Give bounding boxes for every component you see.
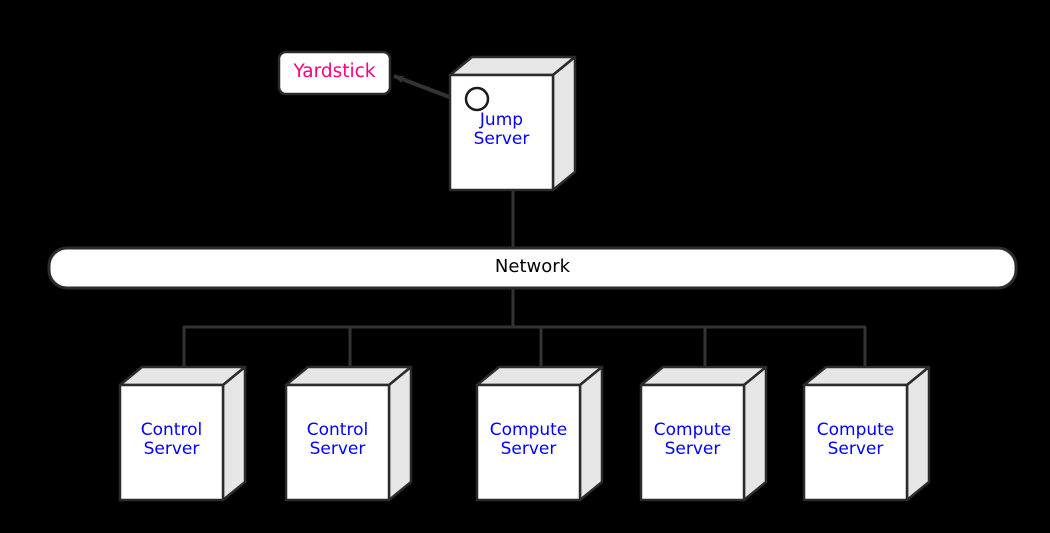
node-yardstick[interactable] (277, 50, 392, 96)
server-5-front-face[interactable] (802, 383, 909, 502)
server-4-front-face[interactable] (639, 383, 746, 502)
network-bar[interactable] (47, 246, 1018, 290)
server-4-side-face (742, 365, 768, 502)
server-1-front-face[interactable] (118, 383, 225, 502)
server-2-side-face (387, 365, 413, 502)
node-server-1[interactable] (118, 365, 247, 502)
node-server-5[interactable] (802, 365, 931, 502)
node-server-2[interactable] (284, 365, 413, 502)
connector-group (182, 190, 867, 374)
server-3-front-face[interactable] (475, 383, 582, 502)
jump-server-front-face[interactable] (448, 73, 555, 192)
server-3-side-face (578, 365, 604, 502)
jump-server-side-face (551, 55, 577, 192)
node-network[interactable] (47, 246, 1018, 290)
node-server-4[interactable] (639, 365, 768, 502)
jump-server-interface-icon[interactable] (464, 86, 490, 112)
server-1-side-face (221, 365, 247, 502)
yardstick-box[interactable] (277, 50, 392, 96)
server-2-front-face[interactable] (284, 383, 391, 502)
node-jump-server[interactable] (448, 55, 577, 192)
server-5-side-face (905, 365, 931, 502)
node-server-3[interactable] (475, 365, 604, 502)
